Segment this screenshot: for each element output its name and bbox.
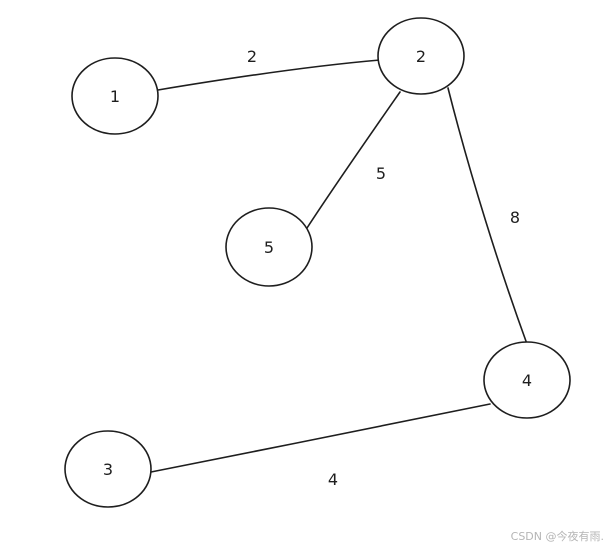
node-4-circle — [483, 341, 571, 419]
node-1-circle — [71, 57, 159, 135]
nodes-layer: 1 2 5 4 3 — [64, 17, 571, 508]
node-1: 1 — [71, 57, 159, 135]
edge-2-5 — [306, 91, 401, 229]
edge-weight-2-4: 8 — [510, 208, 520, 227]
edges-layer — [150, 59, 528, 473]
edge-labels-layer: 2 5 8 4 — [247, 47, 520, 489]
edge-2-4 — [447, 87, 528, 345]
edge-weight-4-3: 4 — [328, 470, 338, 489]
node-3-label: 3 — [103, 460, 113, 479]
watermark: CSDN @今夜有雨. — [510, 530, 604, 543]
node-2: 2 — [377, 17, 465, 95]
edge-weight-1-2: 2 — [247, 47, 257, 66]
node-5-label: 5 — [264, 238, 274, 257]
node-3-circle — [64, 430, 152, 508]
node-5: 5 — [225, 207, 313, 287]
node-4-label: 4 — [522, 371, 532, 390]
node-5-circle — [225, 207, 313, 287]
node-4: 4 — [483, 341, 571, 419]
node-1-label: 1 — [110, 87, 120, 106]
node-2-circle — [377, 17, 465, 95]
edge-1-2 — [157, 59, 381, 91]
edge-4-3 — [150, 403, 491, 473]
edge-weight-2-5: 5 — [376, 164, 386, 183]
node-3: 3 — [64, 430, 152, 508]
node-2-label: 2 — [416, 47, 426, 66]
